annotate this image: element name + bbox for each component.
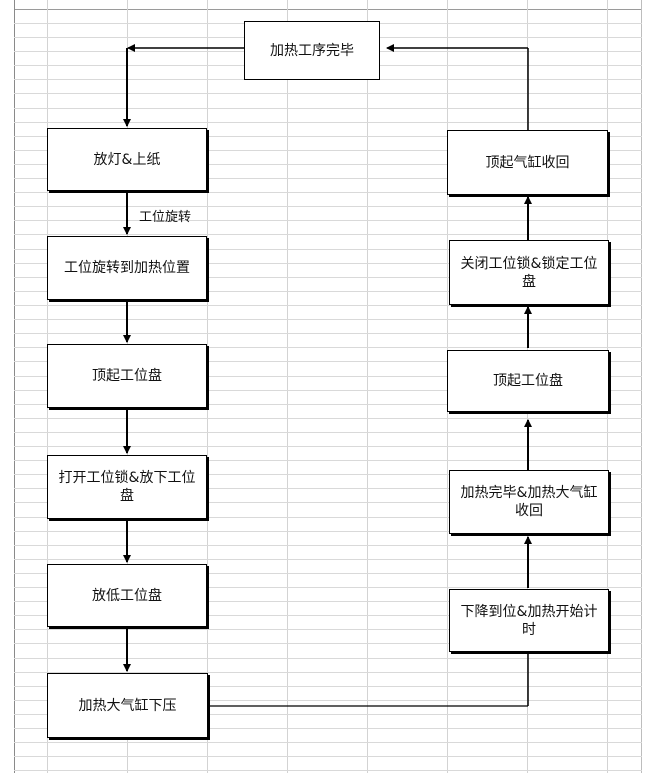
grid-row-line	[14, 418, 642, 419]
grid-row-line	[14, 756, 642, 757]
grid-row-line	[14, 206, 642, 207]
grid-row-line	[14, 742, 642, 743]
grid-row-line	[14, 714, 642, 715]
grid-row-line	[14, 136, 642, 137]
grid-row-line	[14, 587, 642, 588]
node-heating-cylinder-press: 加热大气缸下压	[47, 673, 208, 738]
grid-row-line	[14, 658, 642, 659]
grid-row-line	[14, 559, 642, 560]
grid-row-line	[14, 249, 642, 250]
node-lift-station-plate-right: 顶起工位盘	[447, 350, 609, 412]
node-close-and-lock-station: 关闭工位锁&锁定工位盘	[449, 240, 609, 305]
grid-row-line	[14, 672, 642, 673]
grid-row-line	[14, 122, 642, 123]
grid-row-line	[14, 446, 642, 447]
grid-row-line	[14, 517, 642, 518]
node-heating-finish-cylinder-retract: 加热完毕&加热大气缸收回	[449, 470, 609, 534]
node-descend-and-start-timer: 下降到位&加热开始计时	[449, 589, 609, 652]
grid-row-line	[14, 601, 642, 602]
node-open-lock-lower-plate: 打开工位锁&放下工位盘	[47, 455, 207, 519]
grid-row-line	[14, 460, 642, 461]
grid-row-line	[14, 728, 642, 729]
label-station-rotation: 工位旋转	[139, 210, 192, 225]
grid-column-line	[207, 0, 208, 773]
node-lift-cylinder-retract: 顶起气缸收回	[447, 130, 608, 195]
node-rotate-to-heating-position: 工位旋转到加热位置	[47, 236, 207, 300]
grid-row-line	[14, 643, 642, 644]
grid-row-line	[14, 93, 642, 94]
grid-row-line	[14, 319, 642, 320]
grid-row-line	[14, 263, 642, 264]
grid-row-line	[14, 545, 642, 546]
node-lower-station-plate: 放低工位盘	[47, 564, 207, 627]
grid-row-line	[14, 488, 642, 489]
grid-row-line	[14, 234, 642, 235]
grid-row-line	[14, 108, 642, 109]
grid-row-line	[14, 474, 642, 475]
grid-row-line	[14, 770, 642, 771]
grid-row-line	[14, 404, 642, 405]
grid-row-line	[14, 432, 642, 433]
node-lift-station-plate-left: 顶起工位盘	[47, 344, 207, 408]
grid-row-line	[14, 150, 642, 151]
grid-row-line	[14, 220, 642, 221]
node-heating-process-complete: 加热工序完毕	[244, 21, 380, 80]
grid-row-line	[14, 347, 642, 348]
sheet-top-border	[14, 9, 642, 10]
sheet-left-border	[14, 0, 15, 773]
sheet-right-border	[641, 0, 642, 773]
grid-row-line	[14, 502, 642, 503]
node-lamp-and-paper: 放灯&上纸	[47, 128, 207, 191]
grid-row-line	[14, 305, 642, 306]
grid-row-line	[14, 629, 642, 630]
grid-row-line	[14, 615, 642, 616]
grid-row-line	[14, 390, 642, 391]
grid-row-line	[14, 573, 642, 574]
grid-row-line	[14, 333, 642, 334]
grid-row-line	[14, 277, 642, 278]
grid-row-line	[14, 700, 642, 701]
grid-row-line	[14, 164, 642, 165]
grid-row-line	[14, 686, 642, 687]
grid-row-line	[14, 192, 642, 193]
grid-row-line	[14, 376, 642, 377]
grid-row-line	[14, 531, 642, 532]
grid-column-line	[287, 0, 288, 773]
grid-row-line	[14, 178, 642, 179]
grid-row-line	[14, 291, 642, 292]
grid-column-line	[367, 0, 368, 773]
grid-row-line	[14, 361, 642, 362]
